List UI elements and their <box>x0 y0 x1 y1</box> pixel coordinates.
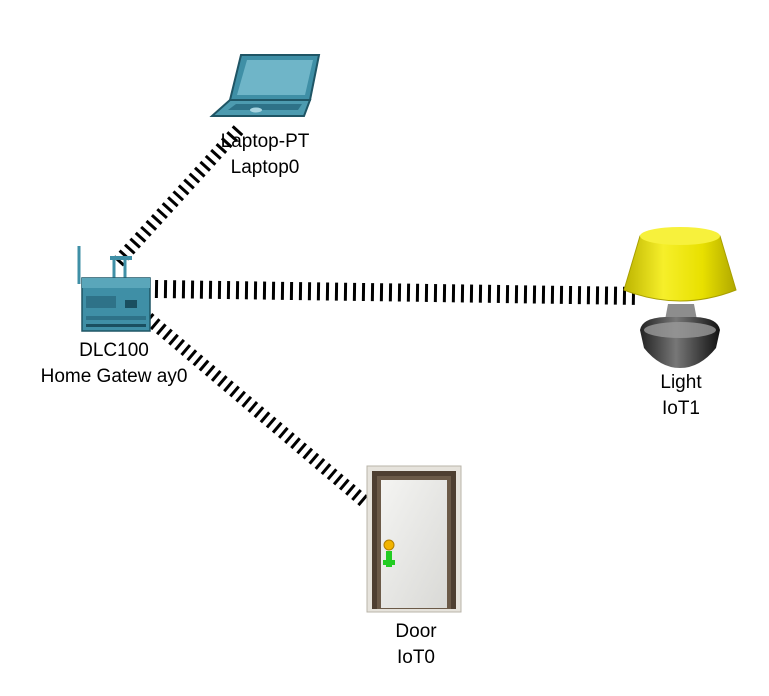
gateway-model: DLC100 <box>79 340 149 361</box>
laptop-icon[interactable] <box>209 54 321 117</box>
wireless-link-light[interactable] <box>154 280 641 305</box>
door-icon[interactable] <box>366 465 462 613</box>
light-name: IoT1 <box>661 398 701 419</box>
door-label: Door IoT0 <box>356 619 476 671</box>
gateway-name: Home Gatew ay0 <box>40 366 188 387</box>
laptop-name: Laptop0 <box>230 157 300 178</box>
door-name: IoT0 <box>396 647 436 668</box>
gateway-label: DLC100 Home Gatew ay0 <box>14 338 214 390</box>
laptop-model: Laptop-PT <box>220 131 310 152</box>
home-gateway-icon[interactable] <box>77 246 151 332</box>
light-model: Light <box>660 372 702 393</box>
laptop-label: Laptop-PT Laptop0 <box>195 129 335 181</box>
door-model: Door <box>395 621 437 642</box>
light-label: Light IoT1 <box>621 370 741 422</box>
lamp-icon[interactable] <box>622 227 738 368</box>
wireless-link-laptop[interactable] <box>113 123 245 267</box>
